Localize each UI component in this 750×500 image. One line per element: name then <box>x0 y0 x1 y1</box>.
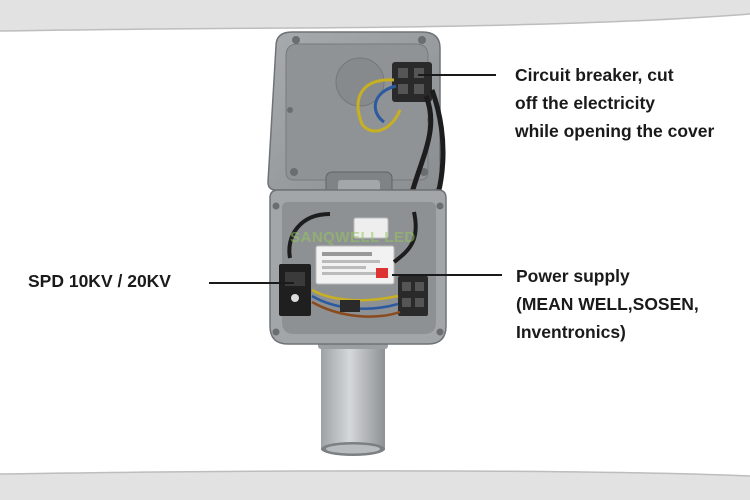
circuit-breaker-terminal <box>392 62 432 102</box>
callout-line: SPD 10KV / 20KV <box>28 271 171 291</box>
callout-circuit-breaker: Circuit breaker, cut off the electricity… <box>515 61 714 145</box>
spd-module <box>279 264 311 316</box>
callout-line: (MEAN WELL,SOSEN, <box>516 294 699 314</box>
callout-line: while opening the cover <box>515 121 715 141</box>
watermark-logo-text: SANQWELL LED <box>290 229 416 246</box>
callout-line: Power supply <box>516 266 630 286</box>
callout-line: Circuit breaker, cut <box>515 65 674 85</box>
mounting-pole <box>318 335 388 456</box>
bottom-decorative-band <box>0 470 750 500</box>
callout-power-supply: Power supply (MEAN WELL,SOSEN, Inventron… <box>516 262 699 346</box>
terminal-block <box>398 276 428 316</box>
open-cover <box>267 31 441 203</box>
top-decorative-band <box>0 0 750 32</box>
callout-line: Inventronics) <box>516 322 626 342</box>
callout-spd: SPD 10KV / 20KV <box>28 267 171 295</box>
power-supply-module <box>315 217 395 285</box>
callout-line: off the electricity <box>515 93 656 113</box>
